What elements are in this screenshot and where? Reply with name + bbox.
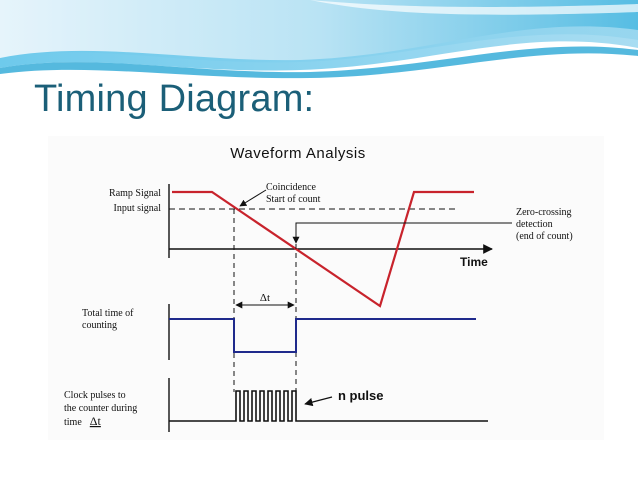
counting-waveform — [169, 318, 476, 353]
ramp-signal-waveform — [172, 190, 474, 308]
zero-crossing-arrow — [292, 222, 512, 244]
total-time-label-line2: counting — [82, 320, 117, 331]
banner-wave-front — [0, 46, 638, 79]
ramp-signal-label: Ramp Signal — [109, 188, 161, 199]
end-of-count-label: (end of count) — [516, 231, 573, 242]
time-axis-label: Time — [460, 255, 488, 269]
clock-pulse-train — [169, 390, 488, 422]
clock-label-line2: the counter during — [64, 403, 137, 414]
input-signal-label: Input signal — [114, 203, 162, 214]
clock-label-line3: time Δt — [64, 414, 101, 428]
banner-wave-mid — [0, 26, 638, 71]
n-pulse-arrow — [304, 396, 333, 407]
detection-label: detection — [516, 219, 553, 230]
clock-label-delta-t: Δt — [90, 414, 102, 428]
coincidence-arrow — [239, 189, 267, 207]
start-of-count-label: Start of count — [266, 194, 321, 205]
banner-highlight — [310, 0, 638, 15]
banner-wave-back — [0, 0, 638, 63]
total-time-label-line1: Total time of — [82, 308, 134, 319]
slide-title: Timing Diagram: — [34, 78, 315, 120]
delta-t-label: Δt — [260, 292, 270, 304]
diagram-panel — [48, 136, 604, 440]
diagram-title: Waveform Analysis — [230, 145, 365, 162]
coincidence-label: Coincidence — [266, 182, 317, 193]
clock-label-time-word: time — [64, 417, 82, 428]
zero-crossing-label: Zero-crossing — [516, 207, 572, 218]
n-pulse-label: n pulse — [338, 388, 384, 403]
clock-label-line1: Clock pulses to — [64, 390, 126, 401]
header-banner — [0, 0, 638, 79]
